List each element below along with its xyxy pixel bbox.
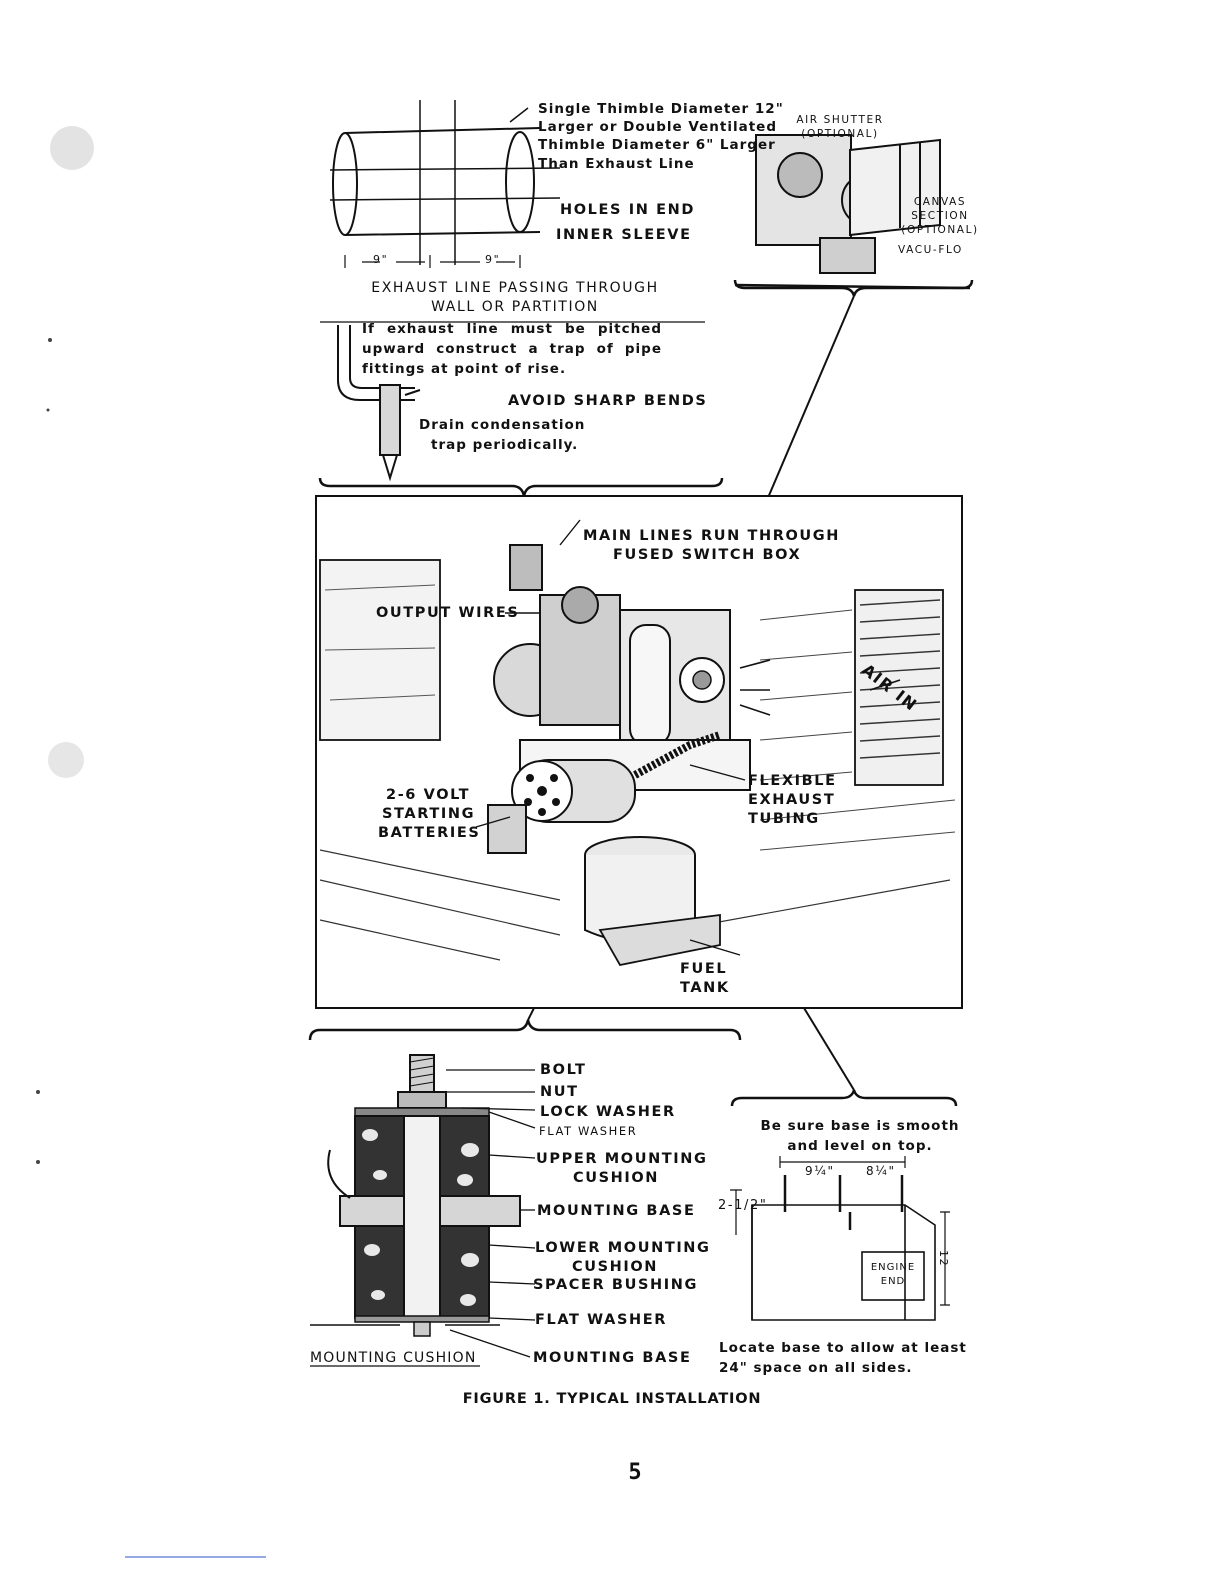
caption-line: AIR SHUTTER	[796, 114, 884, 126]
bolt-label: BOLT	[540, 1062, 587, 1078]
thimble-note-line: Larger or Double Ventilated	[538, 119, 777, 136]
thimble-note-line: Thimble Diameter 6" Larger	[538, 137, 776, 154]
vacu-flo-drawing	[734, 134, 971, 290]
caption-line: CUSHION	[571, 1258, 659, 1275]
note-line: upward construct a trap of pipe	[362, 340, 662, 357]
caption-line: ENGINE	[870, 1262, 916, 1273]
lock-washer-label: LOCK WASHER	[540, 1104, 676, 1120]
note-line: trap periodically.	[431, 436, 579, 453]
caption-line: EXHAUST LINE PASSING THROUGH	[371, 280, 659, 296]
caption-line: CUSHION	[572, 1169, 660, 1186]
nut-label: NUT	[540, 1084, 579, 1100]
installation-scene	[315, 495, 963, 1009]
air-shutter-label: AIR SHUTTER (OPTIONAL)	[790, 113, 890, 141]
thimble-note-line: Than Exhaust Line	[538, 155, 695, 172]
pitch-note: If exhaust line must be pitched upward c…	[362, 320, 662, 359]
caption-line: TUBING	[748, 810, 820, 827]
caption-line: MAIN LINES RUN THROUGH	[583, 528, 841, 544]
pitch-note-last: fittings at point of rise.	[362, 361, 567, 377]
figure-caption: FIGURE 1. TYPICAL INSTALLATION	[462, 1391, 762, 1407]
base-dim-c: 2-1/2"	[718, 1198, 768, 1213]
caption-line: WALL OR PARTITION	[431, 298, 599, 315]
flexible-exhaust-label: FLEXIBLE EXHAUST TUBING	[748, 772, 837, 829]
output-wires-label: OUTPUT WIRES	[376, 605, 520, 621]
base-dim-a: 9¼"	[805, 1164, 835, 1178]
caption-line: LOWER MOUNTING	[535, 1240, 711, 1256]
note-line: and level on top.	[787, 1137, 933, 1154]
base-block-drawing	[730, 1156, 950, 1321]
drain-note: Drain condensation trap periodically.	[403, 416, 585, 455]
scan-artifacts	[36, 126, 94, 1164]
drain-trap-drawing	[337, 325, 421, 482]
caption-line: STARTING	[382, 805, 476, 822]
base-dim-b: 8¼"	[866, 1164, 896, 1178]
exhaust-wall-drawing	[329, 100, 561, 268]
caption-line: 2-6 VOLT	[386, 787, 471, 803]
avoid-sharp-bends: AVOID SHARP BENDS	[508, 393, 708, 409]
vacu-flo-label: VACU-FLO	[898, 244, 963, 256]
note-line: Be sure base is smooth	[760, 1118, 960, 1134]
engine-end-label: ENGINE END	[862, 1261, 924, 1288]
canvas-section-label: CANVAS SECTION (OPTIONAL)	[895, 195, 985, 238]
main-lines-label: MAIN LINES RUN THROUGH FUSED SWITCH BOX	[583, 527, 840, 565]
caption-line: CANVAS	[913, 196, 967, 208]
flat-washer-bottom-label: FLAT WASHER	[535, 1312, 667, 1328]
caption-line: UPPER MOUNTING	[536, 1151, 708, 1167]
inner-sleeve-label: INNER SLEEVE	[556, 227, 692, 243]
mounting-cushion-title: MOUNTING CUSHION	[310, 1350, 477, 1366]
mounting-cushion-drawing	[310, 1054, 536, 1367]
caption-line: BATTERIES	[378, 824, 481, 841]
note-line: Locate base to allow at least	[719, 1340, 967, 1356]
flat-washer-top-label: FLAT WASHER	[539, 1124, 638, 1138]
caption-line: END	[880, 1275, 906, 1287]
base-note-top: Be sure base is smooth and level on top.	[760, 1117, 960, 1156]
batteries-label: 2-6 VOLT STARTING BATTERIES	[378, 786, 480, 843]
note-line: 24" space on all sides.	[719, 1359, 913, 1376]
caption-line: SECTION	[911, 210, 969, 223]
base-dim-side: 12	[937, 1250, 950, 1268]
caption-line: (OPTIONAL)	[901, 224, 979, 237]
page-number: 5	[628, 1460, 642, 1485]
caption-line: FUEL	[680, 961, 728, 977]
upper-cushion-label: UPPER MOUNTING CUSHION	[536, 1150, 708, 1188]
lower-cushion-label: LOWER MOUNTING CUSHION	[535, 1239, 711, 1277]
note-line: Drain condensation	[419, 417, 586, 433]
dim-label: 9"	[485, 253, 501, 266]
note-line: If exhaust line must be pitched	[362, 321, 662, 337]
caption-line: FLEXIBLE	[748, 773, 837, 789]
caption-line: TANK	[680, 979, 730, 996]
mounting-base-bottom-label: MOUNTING BASE	[533, 1350, 692, 1366]
exhaust-wall-caption: EXHAUST LINE PASSING THROUGH WALL OR PAR…	[340, 279, 690, 317]
mounting-base-mid-label: MOUNTING BASE	[537, 1203, 696, 1219]
holes-in-end-label: HOLES IN END	[560, 202, 695, 218]
caption-line: FUSED SWITCH BOX	[613, 546, 802, 563]
spacer-bushing-label: SPACER BUSHING	[533, 1277, 698, 1293]
dim-label: 9"	[373, 253, 389, 266]
fuel-tank-label: FUEL TANK	[680, 960, 730, 998]
caption-line: EXHAUST	[748, 791, 836, 808]
base-note-bottom: Locate base to allow at least 24" space …	[719, 1339, 967, 1378]
thimble-note-line: Single Thimble Diameter 12"	[538, 101, 784, 117]
caption-line: (OPTIONAL)	[801, 128, 879, 141]
thimble-note: Single Thimble Diameter 12" Larger or Do…	[538, 100, 784, 173]
